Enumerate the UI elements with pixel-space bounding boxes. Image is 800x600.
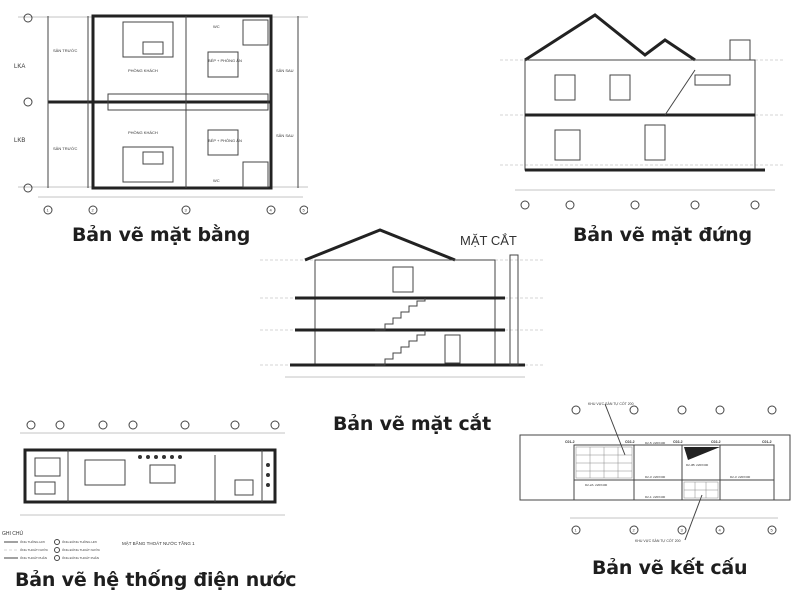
column-label: C02-2 bbox=[625, 440, 635, 444]
column-label: C02-2 bbox=[673, 440, 683, 444]
living-room-label: PHÒNG KHÁCH bbox=[128, 68, 158, 73]
grid-label: 4 bbox=[270, 208, 273, 213]
plumbing-title: MẶT BẰNG THOÁT NƯỚC TẦNG 1 bbox=[122, 539, 195, 546]
grid-label: 5 bbox=[771, 528, 774, 533]
grid-label: 3 bbox=[681, 528, 684, 533]
legend-item: ỐNG THOÁT PHÂN bbox=[20, 555, 47, 560]
unit-b-label: LKB bbox=[14, 138, 25, 144]
grid-label: 2 bbox=[633, 528, 636, 533]
section-title: MẶT CẮT bbox=[460, 233, 517, 248]
back-yard-label: SÂN SAU bbox=[276, 133, 294, 138]
beam-label: D2-3B: 220X300 bbox=[686, 463, 709, 467]
legend-item: ỐNG THÔNG HƠI bbox=[20, 539, 45, 544]
grid-label: 1 bbox=[575, 528, 578, 533]
living-room-label: PHÒNG KHÁCH bbox=[128, 130, 158, 135]
elevation-caption: Bản vẽ mặt đứng bbox=[573, 224, 752, 246]
grid-label: 2 bbox=[92, 208, 95, 213]
grid-label: 5 bbox=[303, 208, 306, 213]
beam-label: D2-3: 220X300 bbox=[645, 475, 666, 479]
column-label: C01-2 bbox=[762, 440, 772, 444]
section-drawing: MẶT CẮT bbox=[255, 225, 547, 387]
section-caption: Bản vẽ mặt cắt bbox=[333, 413, 492, 435]
plumbing-drawing: MẶT BẰNG THOÁT NƯỚC TẦNG 1 GHI CHÚ ỐNG T… bbox=[0, 405, 300, 567]
grid-label: 3 bbox=[185, 208, 188, 213]
kitchen-label: BẾP + PHÒNG ĂN bbox=[208, 138, 242, 143]
wc-label: WC bbox=[213, 24, 220, 29]
slab-note: KHU VỰC SÀN TỰ CỐT 200 bbox=[588, 401, 634, 406]
floor-plan-drawing: LKA LKB SÂN TRƯỚC SÂN TRƯỚC PHÒNG KHÁCH … bbox=[8, 2, 308, 217]
elevation-drawing bbox=[495, 0, 790, 212]
column-label: C02-2 bbox=[711, 440, 721, 444]
floor-plan-caption: Bản vẽ mặt bằng bbox=[72, 224, 251, 246]
front-yard-label: SÂN TRƯỚC bbox=[53, 146, 77, 151]
column-label: C01-2 bbox=[565, 440, 575, 444]
beam-label: D2-1: 220X400 bbox=[645, 495, 666, 499]
unit-a-label: LKA bbox=[14, 64, 25, 70]
back-yard-label: SÂN SAU bbox=[276, 68, 294, 73]
legend-title: GHI CHÚ bbox=[2, 530, 24, 537]
slab-note: KHU VỰC SÀN TỰ CỐT 200 bbox=[635, 538, 681, 543]
structure-caption: Bản vẽ kết cấu bbox=[592, 557, 748, 579]
beam-label: D2-5: 220X400 bbox=[645, 441, 666, 445]
wc-label: WC bbox=[213, 178, 220, 183]
legend-item: ỐNG ĐỨNG THOÁT NƯỚC bbox=[62, 547, 101, 552]
grid-label: 1 bbox=[47, 208, 50, 213]
beam-label: D2-3: 220X300 bbox=[730, 475, 751, 479]
beam-label: D2-2A: 220X400 bbox=[585, 483, 608, 487]
legend-item: ỐNG THOÁT NƯỚC bbox=[20, 547, 49, 552]
front-yard-label: SÂN TRƯỚC bbox=[53, 48, 77, 53]
legend-item: ỐNG ĐỨNG THÔNG HƠI bbox=[62, 539, 97, 544]
grid-label: 4 bbox=[719, 528, 722, 533]
kitchen-label: BẾP + PHÒNG ĂN bbox=[208, 58, 242, 63]
structure-drawing: KHU VỰC SÀN TỰ CỐT 200 KHU VỰC SÀN TỰ CỐ… bbox=[510, 400, 800, 550]
legend-item: ỐNG ĐỨNG THOÁT PHÂN bbox=[62, 555, 99, 560]
plumbing-caption: Bản vẽ hệ thống điện nước bbox=[15, 569, 297, 591]
